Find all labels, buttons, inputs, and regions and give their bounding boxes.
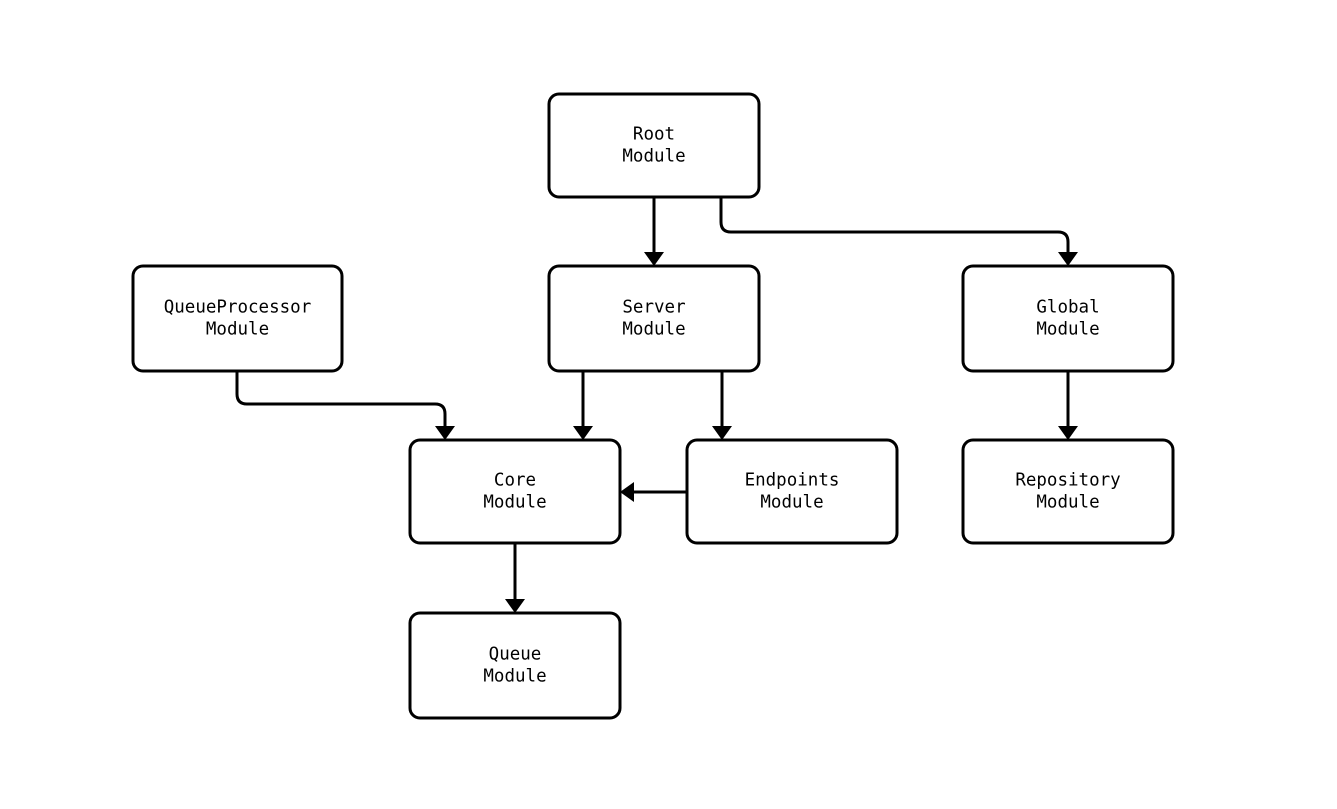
edge-root-to-server-arrowhead-icon (644, 252, 664, 266)
server-module-node-label-line1: Server (622, 298, 685, 318)
queueprocessor-module-node-label-line2: Module (206, 320, 269, 340)
queueprocessor-module-node-label-line1: QueueProcessor (164, 298, 312, 318)
edge-server-to-core-arrowhead-icon (573, 426, 593, 440)
core-module-node-box[interactable] (408, 438, 622, 545)
core-module-node-label-line1: Core (494, 471, 536, 491)
queue-module-node-label-line1: Queue (489, 645, 542, 665)
edge-root-to-global-arrowhead-icon (1058, 252, 1078, 266)
global-module-node-label-line2: Module (1036, 320, 1099, 340)
endpoints-module-node-box[interactable] (685, 438, 899, 545)
queue-module-node-label-line2: Module (483, 667, 546, 687)
edge-server-to-endpoints (712, 371, 732, 440)
server-module-node-box[interactable] (547, 264, 761, 373)
queueprocessor-module-node-box[interactable] (131, 264, 344, 373)
repository-module-node-box[interactable] (961, 438, 1175, 545)
core-module-node-label-line2: Module (483, 493, 546, 513)
edge-server-to-endpoints-arrowhead-icon (712, 426, 732, 440)
edge-core-to-queue-arrowhead-icon (505, 599, 525, 613)
root-module-node-box[interactable] (547, 92, 761, 199)
global-module-node-box[interactable] (961, 264, 1175, 373)
edge-core-to-queue (505, 543, 525, 613)
edge-queueprocessor-to-core-arrowhead-icon (435, 426, 455, 440)
edge-queueprocessor-to-core-line (235, 371, 447, 426)
edge-server-to-core (573, 371, 593, 440)
endpoints-module-node-label-line1: Endpoints (745, 471, 840, 491)
edges-layer (235, 197, 1078, 613)
edge-global-to-repository-arrowhead-icon (1058, 426, 1078, 440)
repository-module-node-label-line1: Repository (1015, 471, 1120, 491)
edge-root-to-server (644, 197, 664, 266)
edge-endpoints-to-core-arrowhead-icon (620, 482, 634, 502)
server-module-node-label-line2: Module (622, 320, 685, 340)
root-module-node-label-line1: Root (633, 125, 675, 145)
endpoints-module-node-label-line2: Module (760, 493, 823, 513)
nodes-layer: RootModuleQueueProcessorModuleServerModu… (131, 92, 1175, 720)
repository-module-node-label-line2: Module (1036, 493, 1099, 513)
root-module-node-label-line2: Module (622, 147, 685, 167)
edge-global-to-repository (1058, 371, 1078, 440)
edge-queueprocessor-to-core (235, 371, 455, 440)
queue-module-node-box[interactable] (408, 611, 622, 720)
edge-root-to-global-line (719, 197, 1070, 252)
edge-endpoints-to-core (620, 482, 687, 502)
edge-root-to-global (719, 197, 1078, 266)
global-module-node-label-line1: Global (1036, 298, 1099, 318)
